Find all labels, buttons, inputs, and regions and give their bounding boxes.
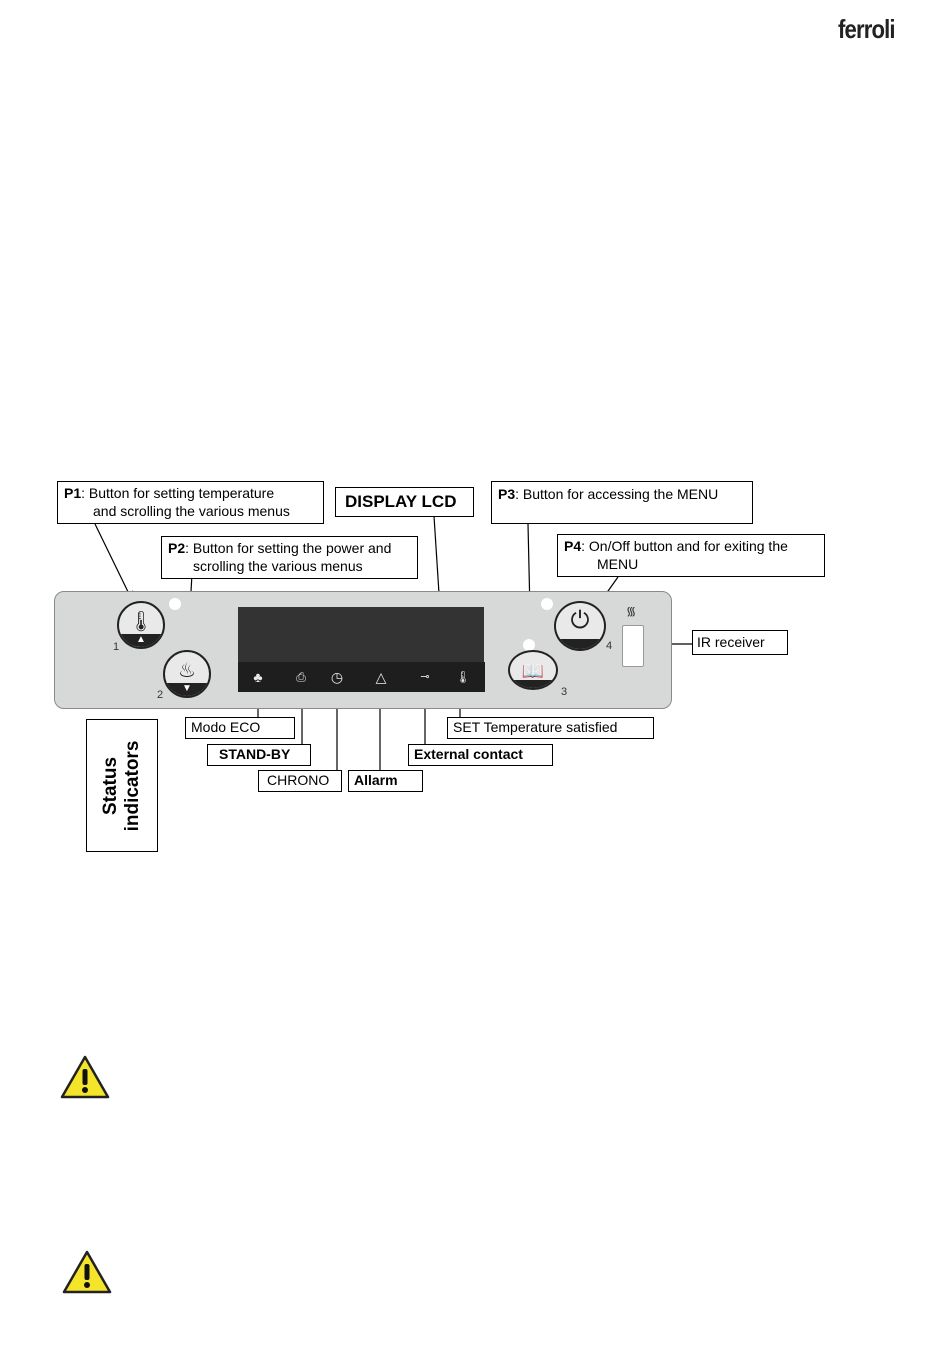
button-p1-temperature[interactable]: 🌡 ▲ <box>117 601 165 649</box>
warning-icon-1 <box>60 1055 110 1099</box>
button-p4-power-off[interactable]: ⏻ <box>554 601 606 651</box>
label-set-temperature: SET Temperature satisfied <box>447 717 654 739</box>
brand-wordmark: ferroli <box>838 14 896 44</box>
button-p2-power[interactable]: ♨ ▼ <box>163 650 211 698</box>
label-chrono: CHRONO <box>258 770 342 792</box>
up-arrow-icon: ▲ <box>136 634 146 645</box>
chrono-clock-icon: ◷ <box>330 669 344 685</box>
flame-icon: ♨ <box>178 660 196 682</box>
p4-text-line2: MENU <box>597 556 639 572</box>
down-arrow-icon: ▼ <box>182 683 192 694</box>
p3-text-line1: : Button for accessing the MENU <box>515 486 719 502</box>
led-dot-1 <box>169 598 181 610</box>
label-allarm: Allarm <box>348 770 423 792</box>
indicator-bar <box>238 662 485 692</box>
status-indicators-label: Status indicators <box>100 740 143 831</box>
ir-receiver-window <box>622 625 644 667</box>
button-p3-menu[interactable]: 📖 <box>508 650 558 690</box>
standby-icon: ⎙ <box>296 670 306 684</box>
external-contact-icon: ⊸ <box>420 671 430 683</box>
callout-display-lcd: DISPLAY LCD <box>335 487 474 517</box>
callout-p2: P2: Button for setting the power and scr… <box>161 536 418 579</box>
p1-text-line1: : Button for setting temperature <box>81 485 275 501</box>
eco-icon: ♣ <box>253 669 263 685</box>
label-external-contact: External contact <box>408 744 553 766</box>
status-indicators-box: Status indicators <box>86 719 158 852</box>
warning-icon-2 <box>62 1250 112 1294</box>
p2-key: P2 <box>168 540 186 556</box>
button-number-3: 3 <box>561 686 568 698</box>
p2-text-line1: : Button for setting the power and <box>185 540 392 556</box>
brand-logo: ferroli <box>838 16 910 46</box>
callout-p1: P1: Button for setting temperature and s… <box>57 481 324 524</box>
button-number-4: 4 <box>606 640 613 652</box>
callout-ir-receiver: IR receiver <box>692 630 788 655</box>
p1-text-line2: and scrolling the various menus <box>93 503 290 519</box>
label-modo-eco: Modo ECO <box>185 717 295 739</box>
menu-book-icon: 📖 <box>521 661 545 681</box>
thermometer-icon: 🌡 <box>128 611 154 633</box>
p4-text-line1: : On/Off button and for exiting the <box>581 538 788 554</box>
label-stand-by: STAND-BY <box>207 744 311 766</box>
button-number-1: 1 <box>113 641 120 653</box>
led-dot-2 <box>523 639 535 651</box>
power-icon: ⏻ <box>570 607 590 634</box>
button-number-2: 2 <box>157 689 164 701</box>
p2-text-line2: scrolling the various menus <box>193 558 363 574</box>
set-temperature-icon: 🌡 <box>455 670 471 684</box>
p1-key: P1 <box>64 485 82 501</box>
led-dot-3 <box>541 598 553 610</box>
alarm-warning-icon: △ <box>375 669 387 685</box>
p4-key: P4 <box>564 538 582 554</box>
callout-p3: P3: Button for accessing the MENU <box>491 481 753 524</box>
wifi-signal-icon: ᯾ <box>626 604 637 618</box>
lcd-display <box>238 607 484 662</box>
callout-p4: P4: On/Off button and for exiting the ME… <box>557 534 825 577</box>
p3-key: P3 <box>498 486 516 502</box>
